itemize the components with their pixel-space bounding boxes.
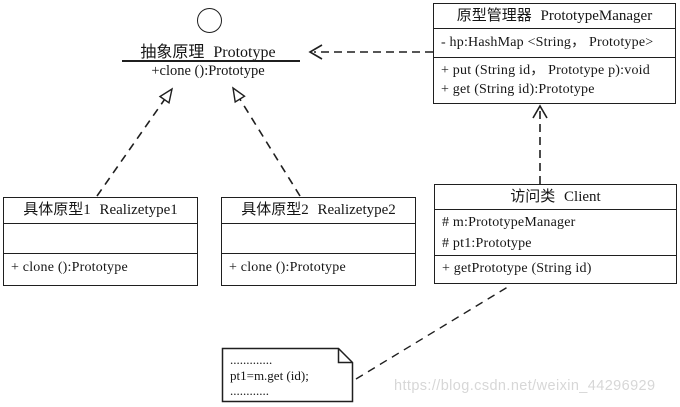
note-line: ............ bbox=[230, 383, 269, 398]
interface-underline bbox=[122, 60, 300, 62]
class-attributes-empty bbox=[222, 224, 415, 254]
interface-name: 抽象原理 Prototype bbox=[140, 44, 276, 61]
realization-arrow-realize1-to-prototype bbox=[96, 87, 174, 197]
method: + clone ():Prototype bbox=[229, 260, 346, 275]
note-line: pt1=m.get (id); bbox=[230, 367, 309, 383]
class-methods: + clone ():Prototype bbox=[222, 254, 415, 285]
class-methods: + getPrototype (String id) bbox=[435, 256, 676, 283]
note-line: ............. bbox=[230, 352, 273, 367]
uml-note: ............. pt1=m.get (id); ..........… bbox=[230, 352, 350, 399]
attribute: - hp:HashMap <String， Prototype> bbox=[441, 35, 654, 50]
class-box-client: 访问类 Client # m:PrototypeManager # pt1:Pr… bbox=[434, 184, 677, 284]
class-attributes: # m:PrototypeManager # pt1:Prototype bbox=[435, 210, 676, 256]
interface-operation: +clone ():Prototype bbox=[151, 63, 265, 79]
class-title: 具体原型1 Realizetype1 bbox=[4, 198, 197, 224]
method: + put (String id， Prototype p):void bbox=[441, 63, 650, 78]
realization-arrow-realize2-to-prototype bbox=[232, 86, 301, 197]
class-methods: + clone ():Prototype bbox=[4, 254, 197, 285]
dependency-arrow-manager-to-prototype bbox=[308, 44, 433, 60]
attribute: # pt1:Prototype bbox=[442, 236, 532, 251]
method: + clone ():Prototype bbox=[11, 260, 128, 275]
class-title: 访问类 Client bbox=[435, 185, 676, 210]
class-box-prototype-manager: 原型管理器 PrototypeManager - hp:HashMap <Str… bbox=[433, 3, 676, 104]
class-attributes: - hp:HashMap <String， Prototype> bbox=[434, 29, 675, 58]
class-box-realizetype1: 具体原型1 Realizetype1 + clone ():Prototype bbox=[3, 197, 198, 286]
note-anchor-line bbox=[355, 284, 512, 380]
dependency-arrow-client-to-manager bbox=[532, 104, 548, 184]
class-title: 原型管理器 PrototypeManager bbox=[434, 4, 675, 29]
method: + getPrototype (String id) bbox=[442, 261, 592, 276]
class-title: 具体原型2 Realizetype2 bbox=[222, 198, 415, 224]
class-attributes-empty bbox=[4, 224, 197, 254]
attribute: # m:PrototypeManager bbox=[442, 215, 576, 230]
class-box-realizetype2: 具体原型2 Realizetype2 + clone ():Prototype bbox=[221, 197, 416, 286]
method: + get (String id):Prototype bbox=[441, 82, 595, 97]
interface-lollipop-icon bbox=[197, 8, 222, 33]
watermark-url: https://blog.csdn.net/weixin_44296929 bbox=[394, 378, 656, 394]
class-methods: + put (String id， Prototype p):void + ge… bbox=[434, 58, 675, 103]
